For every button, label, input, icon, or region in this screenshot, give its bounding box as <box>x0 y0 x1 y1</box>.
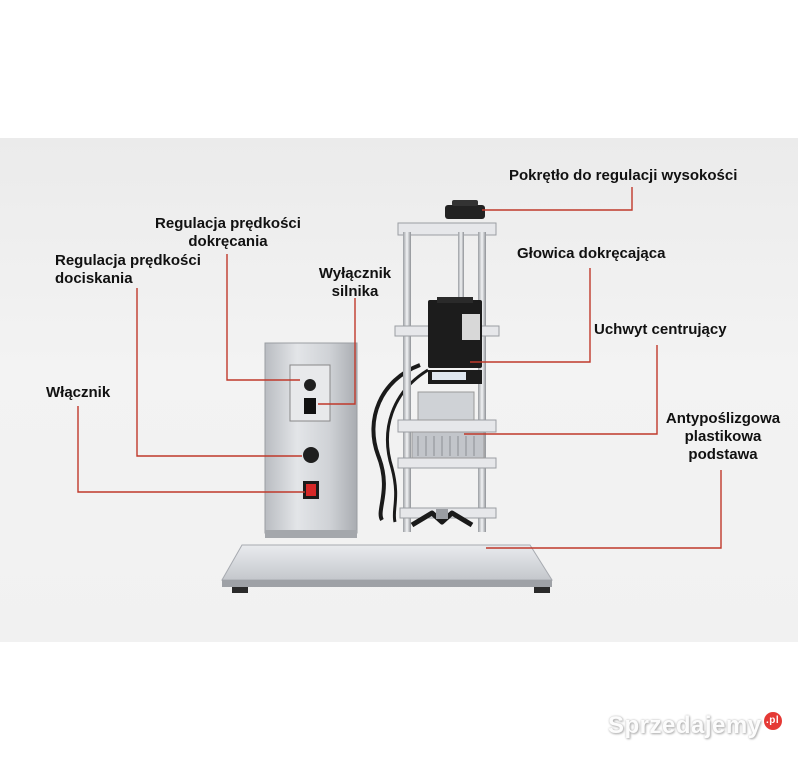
label-press-speed-line2: dociskania <box>55 270 133 287</box>
label-base-line3: podstawa <box>688 446 758 463</box>
screw-speed-knob-icon <box>304 379 316 391</box>
label-base-line1: Antypoślizgowa <box>665 410 781 427</box>
label-height-knob: Pokrętło do regulacji wysokości <box>509 167 738 184</box>
leader-centering-holder <box>464 345 658 435</box>
height-knob-icon <box>445 200 485 219</box>
power-button-icon <box>306 484 316 496</box>
label-press-speed: Regulacja prędkości dociskania <box>55 252 201 288</box>
base-plate <box>221 544 553 593</box>
motor-switch-icon <box>304 398 316 414</box>
label-power-switch: Włącznik <box>46 384 111 401</box>
label-motor-switch: Wyłącznik silnika <box>310 265 400 301</box>
motor <box>428 297 482 384</box>
label-motor-switch-line1: Wyłącznik <box>318 265 392 282</box>
label-base-line2: plastikowa <box>684 428 762 445</box>
capping-head <box>411 391 485 459</box>
cable <box>371 363 421 522</box>
label-motor-switch-line2: silnika <box>331 283 379 300</box>
centering-clamp <box>410 509 474 528</box>
watermark-text: Sprzedajemy <box>608 712 762 739</box>
label-capping-head: Głowica dokręcająca <box>517 245 666 262</box>
leader-screw-speed <box>226 254 300 381</box>
leader-capping-head <box>470 268 591 363</box>
base-foot-left <box>232 587 248 593</box>
leader-power-switch <box>77 406 305 493</box>
watermark: Sprzedajemy.pl <box>608 712 782 740</box>
leader-lines <box>77 187 722 549</box>
label-press-speed-line1: Regulacja prędkości <box>55 252 201 269</box>
watermark-suffix: .pl <box>763 712 782 730</box>
base-foot-right <box>534 587 550 593</box>
leader-base <box>486 470 722 549</box>
press-speed-knob-icon <box>303 447 319 463</box>
leader-height-knob <box>482 187 633 211</box>
label-centering-holder: Uchwyt centrujący <box>594 321 727 338</box>
leader-press-speed <box>136 288 302 457</box>
label-screw-speed-line1: Regulacja prędkości <box>155 215 301 232</box>
label-base: Antypoślizgowa plastikowa podstawa <box>658 410 788 464</box>
label-screw-speed: Regulacja prędkości dokręcania <box>148 215 308 251</box>
label-screw-speed-line2: dokręcania <box>188 233 268 250</box>
leader-motor-switch <box>318 298 356 405</box>
control-box <box>264 342 358 538</box>
